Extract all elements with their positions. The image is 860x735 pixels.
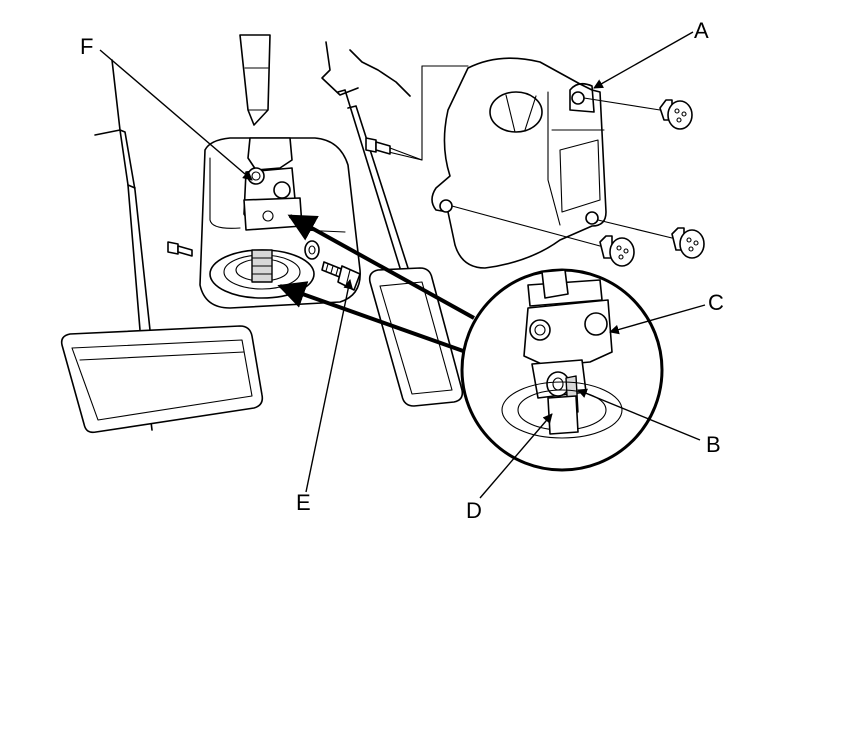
detail-view	[460, 268, 664, 472]
joint-bolt	[304, 240, 361, 291]
accelerator-pedal	[321, 41, 464, 407]
reference-arrows	[277, 214, 475, 354]
callout-label-e: E	[296, 490, 311, 515]
brake-pedal-pad	[60, 325, 264, 434]
upper-universal-joint	[243, 137, 303, 231]
bracket-screw-upper	[583, 97, 693, 130]
bracket-screw	[365, 137, 423, 161]
callout-label-b: B	[706, 432, 721, 457]
callout-leaders	[99, 31, 706, 499]
callout-label-f: F	[80, 34, 93, 59]
bracket-screw-lower	[597, 219, 705, 259]
bracket-screw-middle	[451, 205, 635, 267]
callout-label-a: A	[694, 18, 709, 43]
callout-label-c: C	[708, 290, 724, 315]
housing-screw	[167, 241, 193, 257]
column-cover-bracket	[379, 57, 607, 269]
callout-label-d: D	[466, 498, 482, 523]
steering-shaft-upper	[239, 34, 271, 126]
